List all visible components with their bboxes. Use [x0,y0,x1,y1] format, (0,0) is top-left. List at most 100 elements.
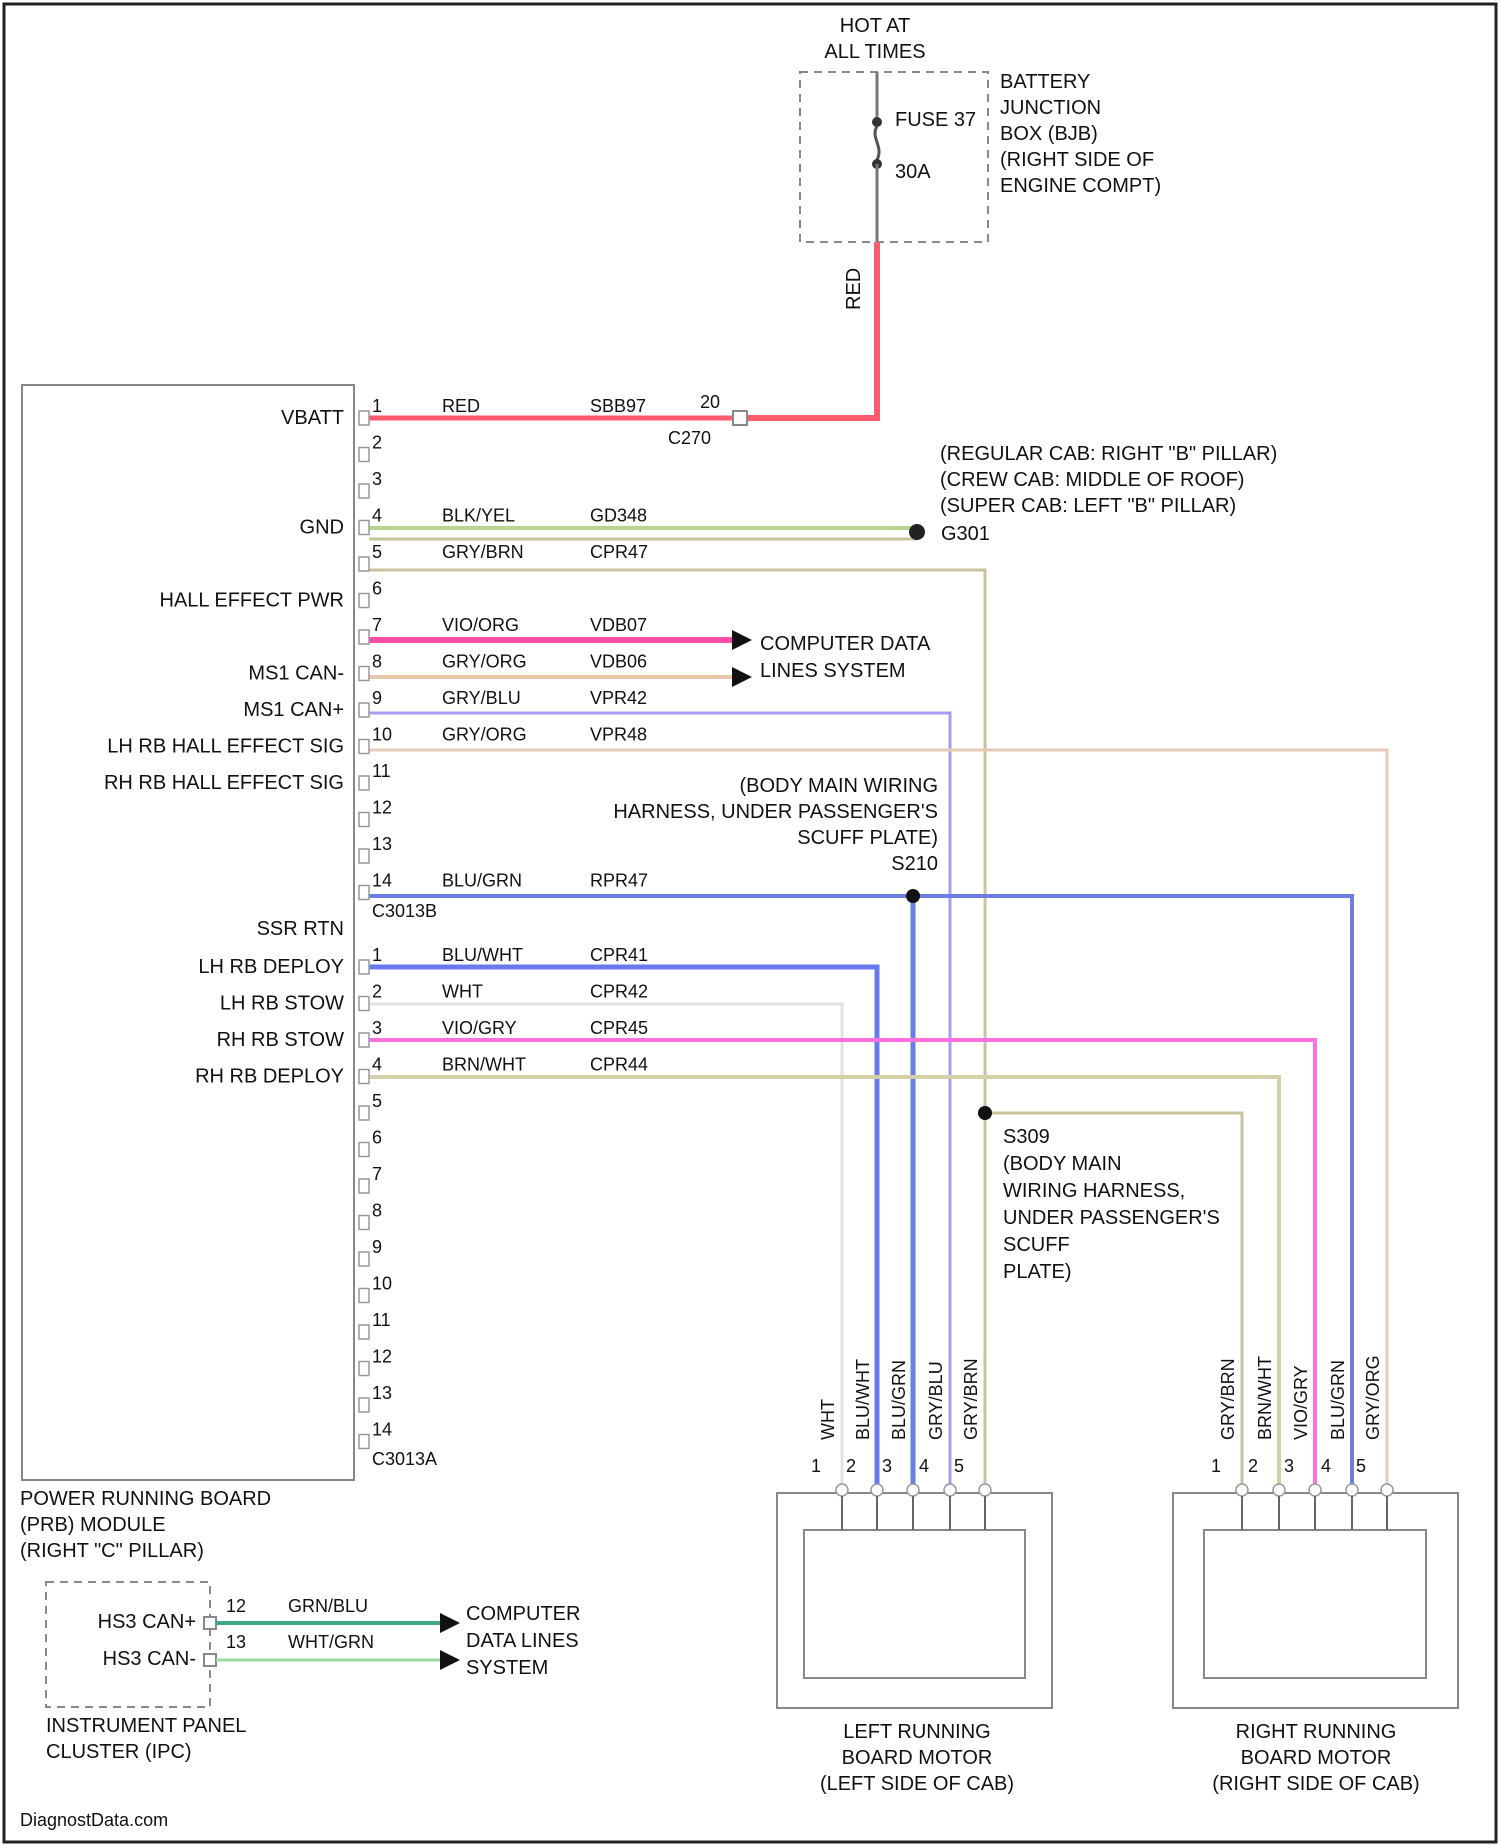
watermark: DiagnostData.com [20,1810,168,1830]
prb-name-1: POWER RUNNING BOARD [20,1488,271,1510]
right-motor-inner [1204,1530,1426,1678]
connector-pin-icon [359,1143,369,1157]
wire-circuit-label: VPR48 [590,725,647,745]
motor-pin-icon [1273,1484,1285,1496]
wire-circuit-label: CPR41 [590,945,648,965]
fuse-number: FUSE 37 [895,109,976,131]
wire-color-label: WHT [442,982,483,1002]
connector-pin-icon [359,1289,369,1303]
pin-number-pins_b-14: 14 [372,871,392,891]
motor-pin-number: 3 [882,1456,892,1476]
wire-circuit-label: CPR44 [590,1055,648,1075]
prb-name-2: (PRB) MODULE [20,1514,166,1536]
c270-pin-icon [733,411,747,425]
right-running-board-motor: RIGHT RUNNING BOARD MOTOR (RIGHT SIDE OF… [1173,1493,1458,1795]
connector-pin-icon [359,886,369,900]
motor-pin-icon [979,1484,991,1496]
connector-pin-icon [359,849,369,863]
pin-number-pins_a-10: 10 [372,1274,392,1294]
connector-pin-icon [359,960,369,974]
page-border [4,4,1496,1842]
splice-s309: S309 (BODY MAIN WIRING HARNESS, UNDER PA… [1003,1126,1220,1283]
connector-pin-icon [359,594,369,608]
connector-pin-icon [359,776,369,790]
pin-function-label: RH RB STOW [217,1029,345,1051]
motor-pin-icon [944,1484,956,1496]
arrow-icon [440,1650,460,1670]
pin-function-label: LH RB HALL EFFECT SIG [107,736,344,758]
connector-pin-icon [359,813,369,827]
motor-wire-color-label: GRY/BLU [926,1361,946,1440]
connector-pin-icon [359,448,369,462]
s210-location-2: HARNESS, UNDER PASSENGER'S [613,801,938,823]
s309-name: S309 [1003,1126,1050,1148]
wire-circuit-label: RPR47 [590,871,648,891]
wire-lh-rb-deploy [369,967,877,1490]
motor-pin-number: 5 [1356,1456,1366,1476]
connector-pin-icon [359,1216,369,1230]
wire-color-label: GRY/BRN [442,542,524,562]
ipc-pin-icon [204,1654,216,1666]
pin-number-pins_b-4: 4 [372,506,382,526]
wire-layer [369,242,1387,1490]
pin-number-pins_b-13: 13 [372,834,392,854]
wire-circuit-label: CPR42 [590,982,648,1002]
right-motor-name-3: (RIGHT SIDE OF CAB) [1212,1773,1419,1795]
pin-function-label: MS1 CAN+ [243,699,344,721]
pin-function-label: GND [300,517,344,539]
pin-number-pins_b-12: 12 [372,798,392,818]
connector-pin-icon [359,484,369,498]
motor-pin-icon [907,1484,919,1496]
wire-color-label: BLU/WHT [442,945,523,965]
connector-pin-icon [359,1070,369,1084]
bjb-name-5: ENGINE COMPT) [1000,175,1161,197]
motor-pin-icon [1236,1484,1248,1496]
hot-label-1: HOT AT [840,15,910,37]
pin-number-pins_a-6: 6 [372,1128,382,1148]
wire-circuit-label: SBB97 [590,396,646,416]
wire-circuit-label: VDB06 [590,652,647,672]
pin-number-pins_a-1: 1 [372,945,382,965]
motor-wire-color-label: VIO/GRY [1291,1365,1311,1440]
wire-color-label: VIO/ORG [442,615,519,635]
motor-pin-labels: WHT1BLU/WHT2BLU/GRN3GRY/BLU4GRY/BRN5GRY/… [811,1355,1393,1530]
pin-number-pins_b-2: 2 [372,433,382,453]
ipc-wire-color-12: GRN/BLU [288,1596,368,1616]
connector-pin-icon [359,1398,369,1412]
connector-pin-icon [359,703,369,717]
s309-splice-dot [978,1106,992,1120]
connector-pin-icon [359,1033,369,1047]
pin-number-pins_b-7: 7 [372,615,382,635]
ipc-name-1: INSTRUMENT PANEL [46,1715,246,1737]
bjb-outline [800,72,988,242]
c270-label: C270 [668,428,711,448]
pin-number-pins_a-7: 7 [372,1164,382,1184]
motor-pin-number: 2 [846,1456,856,1476]
arrow-icon [732,630,752,650]
pin-number-pins_a-14: 14 [372,1420,392,1440]
splice-s210: (BODY MAIN WIRING HARNESS, UNDER PASSENG… [613,775,938,875]
wire-color-label: RED [442,396,480,416]
pin-number-pins_a-5: 5 [372,1091,382,1111]
ground-dot-icon [909,524,925,540]
c270-pin: 20 [700,392,720,412]
wire-circuit-label: GD348 [590,506,647,526]
connector-b-pins: 1VBATTREDSBB97234GNDBLK/YELGD3485GRY/BRN… [104,396,648,940]
wire-circuit-label: VPR42 [590,688,647,708]
s309-location-3: UNDER PASSENGER'S [1003,1207,1220,1229]
motor-pin-number: 2 [1248,1456,1258,1476]
ms-data-lines: COMPUTER DATA LINES SYSTEM [732,630,931,687]
left-running-board-motor: LEFT RUNNING BOARD MOTOR (LEFT SIDE OF C… [777,1493,1052,1795]
arrow-icon [440,1613,460,1633]
ipc-pin-number-13: 13 [226,1632,246,1652]
motor-pin-number: 1 [811,1456,821,1476]
motor-wire-color-label: GRY/ORG [1363,1355,1383,1440]
motor-wire-color-label: BLU/WHT [853,1359,873,1440]
pin-number-pins_b-8: 8 [372,652,382,672]
instrument-panel-cluster: HS3 CAN+ HS3 CAN- 12 13 GRN/BLU WHT/GRN … [46,1582,580,1763]
ground-g301: G301 (REGULAR CAB: RIGHT "B" PILLAR) (CR… [909,443,1277,545]
connector-pin-icon [359,1325,369,1339]
motor-wire-color-label: GRY/BRN [1218,1358,1238,1440]
